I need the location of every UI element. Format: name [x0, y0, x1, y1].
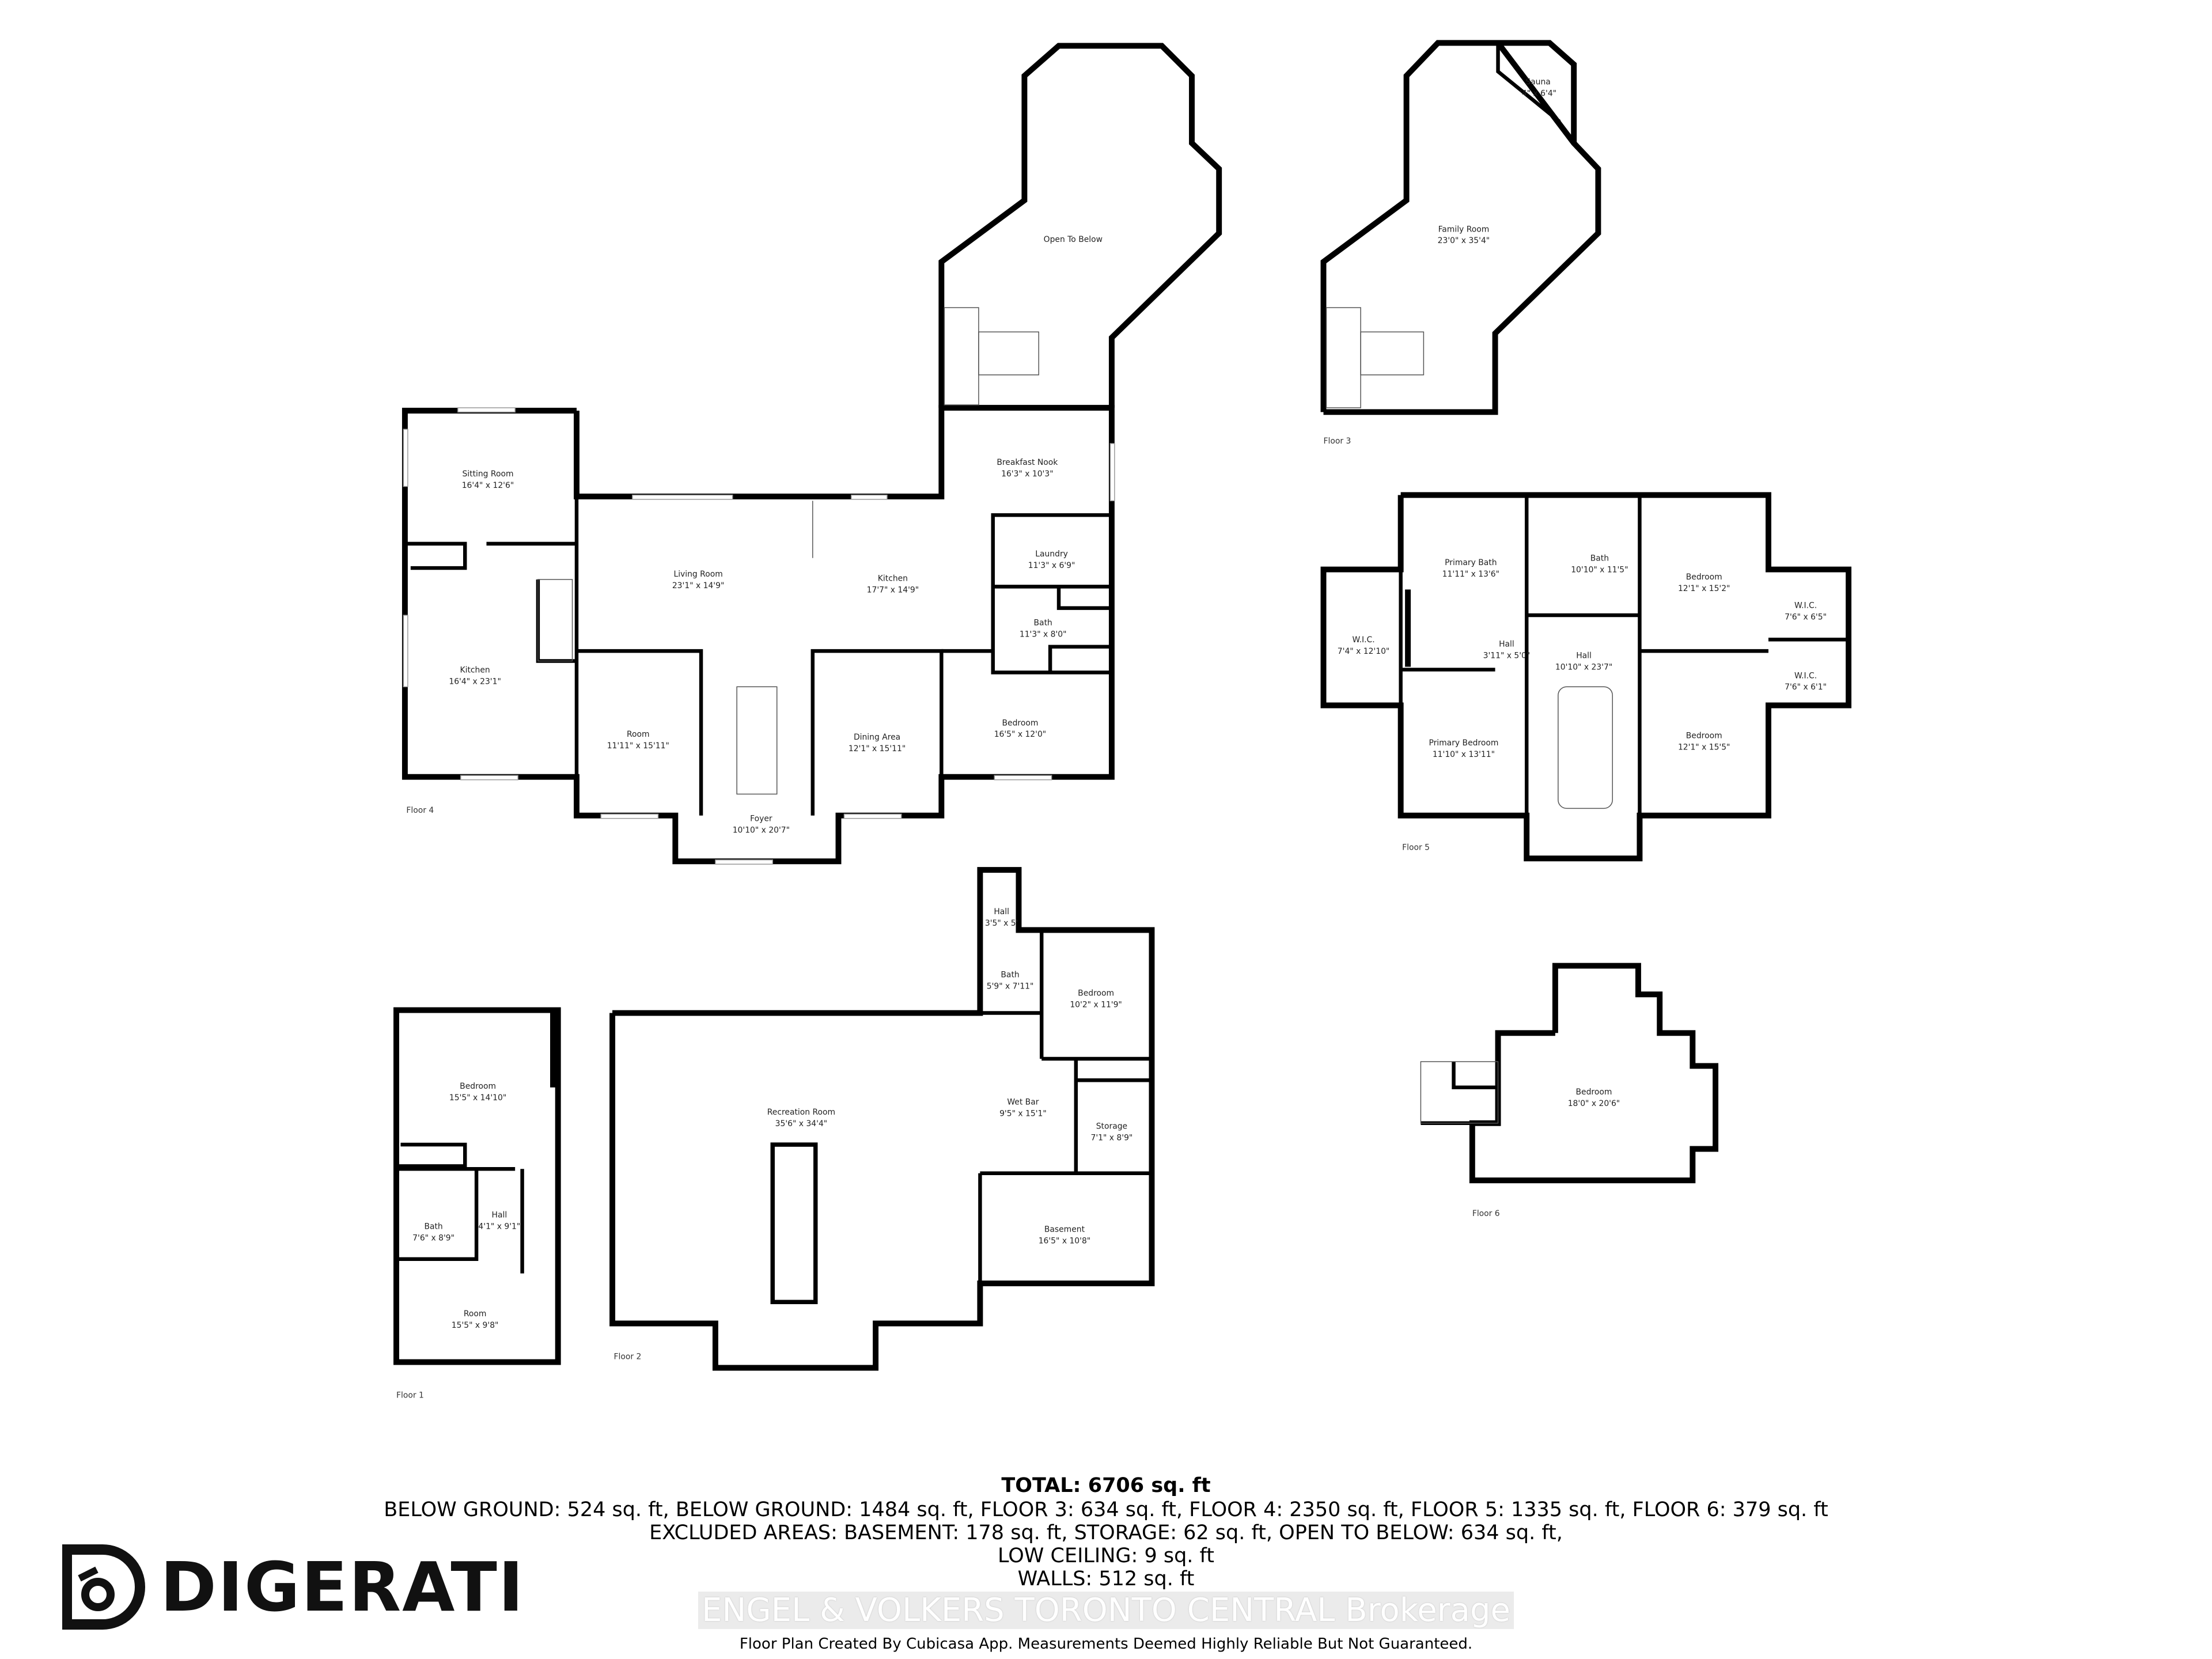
- room-dims: 10'10" x 11'5": [1571, 566, 1628, 575]
- room-name: Bedroom: [1686, 573, 1722, 582]
- room-dims: 7'6" x 6'5": [1785, 612, 1827, 622]
- room-name: Hall: [1499, 640, 1514, 649]
- digerati-logo: DIGERATI: [62, 1544, 525, 1630]
- room-dims: 3'5" x 5': [985, 919, 1018, 928]
- room-dims: 7'4" x 12'10": [1338, 647, 1389, 656]
- room-name: W.I.C.: [1794, 671, 1817, 680]
- disclaimer: Floor Plan Created By Cubicasa App. Meas…: [739, 1635, 1473, 1653]
- room-name: W.I.C.: [1352, 635, 1374, 645]
- floor-label: Floor 1: [396, 1391, 424, 1400]
- watermark: ENGEL & VOLKERS TORONTO CENTRAL Brokerag…: [0, 1592, 2212, 1629]
- room-name: Bedroom: [1576, 1088, 1612, 1097]
- room-dims: 15'5" x 9'8": [452, 1321, 499, 1330]
- room-name: Bedroom: [1686, 732, 1722, 741]
- room-name: Breakfast Nook: [997, 458, 1058, 467]
- floor-6: Bedroom 18'0" x 20'6" Floor 6: [1420, 963, 1719, 1218]
- room-dims: 12'1" x 15'5": [1678, 743, 1730, 752]
- watermark-text: ENGEL & VOLKERS TORONTO CENTRAL Brokerag…: [698, 1592, 1514, 1629]
- room-dims: 12'1" x 15'11": [849, 744, 906, 753]
- room-dims: 7'6" x 6'1": [1785, 683, 1827, 692]
- room-name: Basement: [1044, 1225, 1085, 1234]
- room-name: Living Room: [673, 570, 722, 579]
- room-name: Bedroom: [1078, 989, 1114, 998]
- room-dims: 11'11" x 13'6": [1442, 570, 1499, 579]
- room-name: Hall: [492, 1211, 507, 1220]
- room-name: Room: [464, 1309, 487, 1319]
- room-dims: 11'3" x 6'9": [1028, 561, 1075, 570]
- room-dims: '4" x 6'4": [1520, 89, 1556, 98]
- room-name: Kitchen: [460, 665, 490, 675]
- room-dims: 10'10" x 23'7": [1555, 662, 1612, 672]
- excluded-areas: EXCLUDED AREAS: BASEMENT: 178 sq. ft, ST…: [649, 1521, 1563, 1544]
- room-name: Sitting Room: [462, 469, 513, 479]
- floor-5: Primary Bath 11'11" x 13'6" Bath 10'10" …: [1320, 492, 1852, 862]
- room-dims: 16'4" x 12'6": [462, 481, 514, 490]
- room-dims: 17'7" x 14'9": [867, 585, 919, 594]
- room-name: Recreation Room: [767, 1108, 835, 1117]
- room-name: Hall: [994, 907, 1009, 916]
- room-dims: 12'1" x 15'2": [1678, 584, 1730, 593]
- room-name: Storage: [1096, 1122, 1127, 1131]
- logo-text: DIGERATI: [160, 1547, 525, 1627]
- room-name: Room: [627, 730, 650, 739]
- room-dims: 35'6" x 34'4": [775, 1119, 827, 1128]
- room-dims: 18'0" x 20'6": [1568, 1099, 1620, 1108]
- room-dims: 10'2" x 11'9": [1070, 1001, 1122, 1010]
- floor-4: Sitting Room 16'4" x 12'6" Kitchen 16'4"…: [402, 43, 1222, 865]
- floor-label: Floor 3: [1324, 437, 1351, 446]
- room-dims: 16'5" x 12'0": [994, 730, 1047, 739]
- floor-areas: BELOW GROUND: 524 sq. ft, BELOW GROUND: …: [384, 1498, 1828, 1521]
- room-name: Bedroom: [460, 1082, 496, 1091]
- digerati-camera-d-icon: [62, 1544, 145, 1630]
- total-area: TOTAL: 6706 sq. ft: [1001, 1474, 1211, 1497]
- room-dims: 9'5" x 15'1": [999, 1109, 1047, 1118]
- room-name: Sauna: [1525, 78, 1550, 87]
- room-dims: 23'0" x 35'4": [1438, 236, 1490, 245]
- room-name: Dining Area: [854, 733, 900, 742]
- room-dims: 10'10" x 20'7": [733, 826, 790, 835]
- walls-area: WALLS: 512 sq. ft: [1017, 1567, 1195, 1590]
- room-name: Foyer: [750, 815, 772, 824]
- room-name: Bath: [1001, 970, 1019, 979]
- floor-1: Bedroom 15'5" x 14'10" Bath 7'6" x 8'9" …: [393, 1007, 561, 1400]
- floor-label: Floor 2: [614, 1353, 642, 1362]
- room-dims: 7'6" x 8'9": [412, 1233, 454, 1243]
- room-name: Bath: [1590, 554, 1609, 563]
- room-name: Bath: [424, 1222, 442, 1232]
- room-dims: 23'1" x 14'9": [672, 581, 725, 590]
- room-dims: 7'1" x 8'9": [1090, 1134, 1132, 1143]
- room-dims: 11'10" x 13'11": [1433, 750, 1495, 759]
- room-dims: 4'1" x 9'1": [478, 1222, 520, 1232]
- room-dims: 16'3" x 10'3": [1001, 469, 1054, 479]
- room-dims: 15'5" x 14'10": [449, 1093, 506, 1103]
- floor-label: Floor 4: [406, 806, 434, 815]
- room-dims: 3'11" x 5'0": [1483, 652, 1531, 661]
- room-name: W.I.C.: [1794, 601, 1817, 611]
- room-name: Laundry: [1035, 550, 1068, 559]
- low-ceiling: LOW CEILING: 9 sq. ft: [998, 1544, 1214, 1567]
- room-name: Hall: [1576, 652, 1592, 661]
- room-dims: 11'11" x 15'11": [607, 741, 669, 751]
- room-name: Wet Bar: [1007, 1097, 1039, 1107]
- floor-3: Sauna '4" x 6'4" Family Room 23'0" x 35'…: [1320, 40, 1601, 446]
- room-dims: 16'4" x 23'1": [449, 677, 501, 686]
- floor-label: Floor 6: [1472, 1209, 1500, 1218]
- room-dims: 16'5" x 10'8": [1039, 1236, 1091, 1245]
- room-name: Primary Bath: [1445, 558, 1497, 567]
- room-name: Family Room: [1438, 225, 1490, 234]
- room-name: Bath: [1034, 618, 1052, 627]
- room-dims: 5'9" x 7'11": [987, 982, 1034, 991]
- room-name: Primary Bedroom: [1429, 738, 1498, 748]
- room-dims: 11'3" x 8'0": [1020, 630, 1067, 639]
- floor-2: Hall 3'5" x 5' Bath 5'9" x 7'11" Bedroom…: [609, 867, 1155, 1371]
- room-name: Open To Below: [1044, 235, 1103, 244]
- room-name: Bedroom: [1002, 718, 1039, 728]
- room-name: Kitchen: [878, 574, 908, 583]
- floor-label: Floor 5: [1402, 843, 1430, 852]
